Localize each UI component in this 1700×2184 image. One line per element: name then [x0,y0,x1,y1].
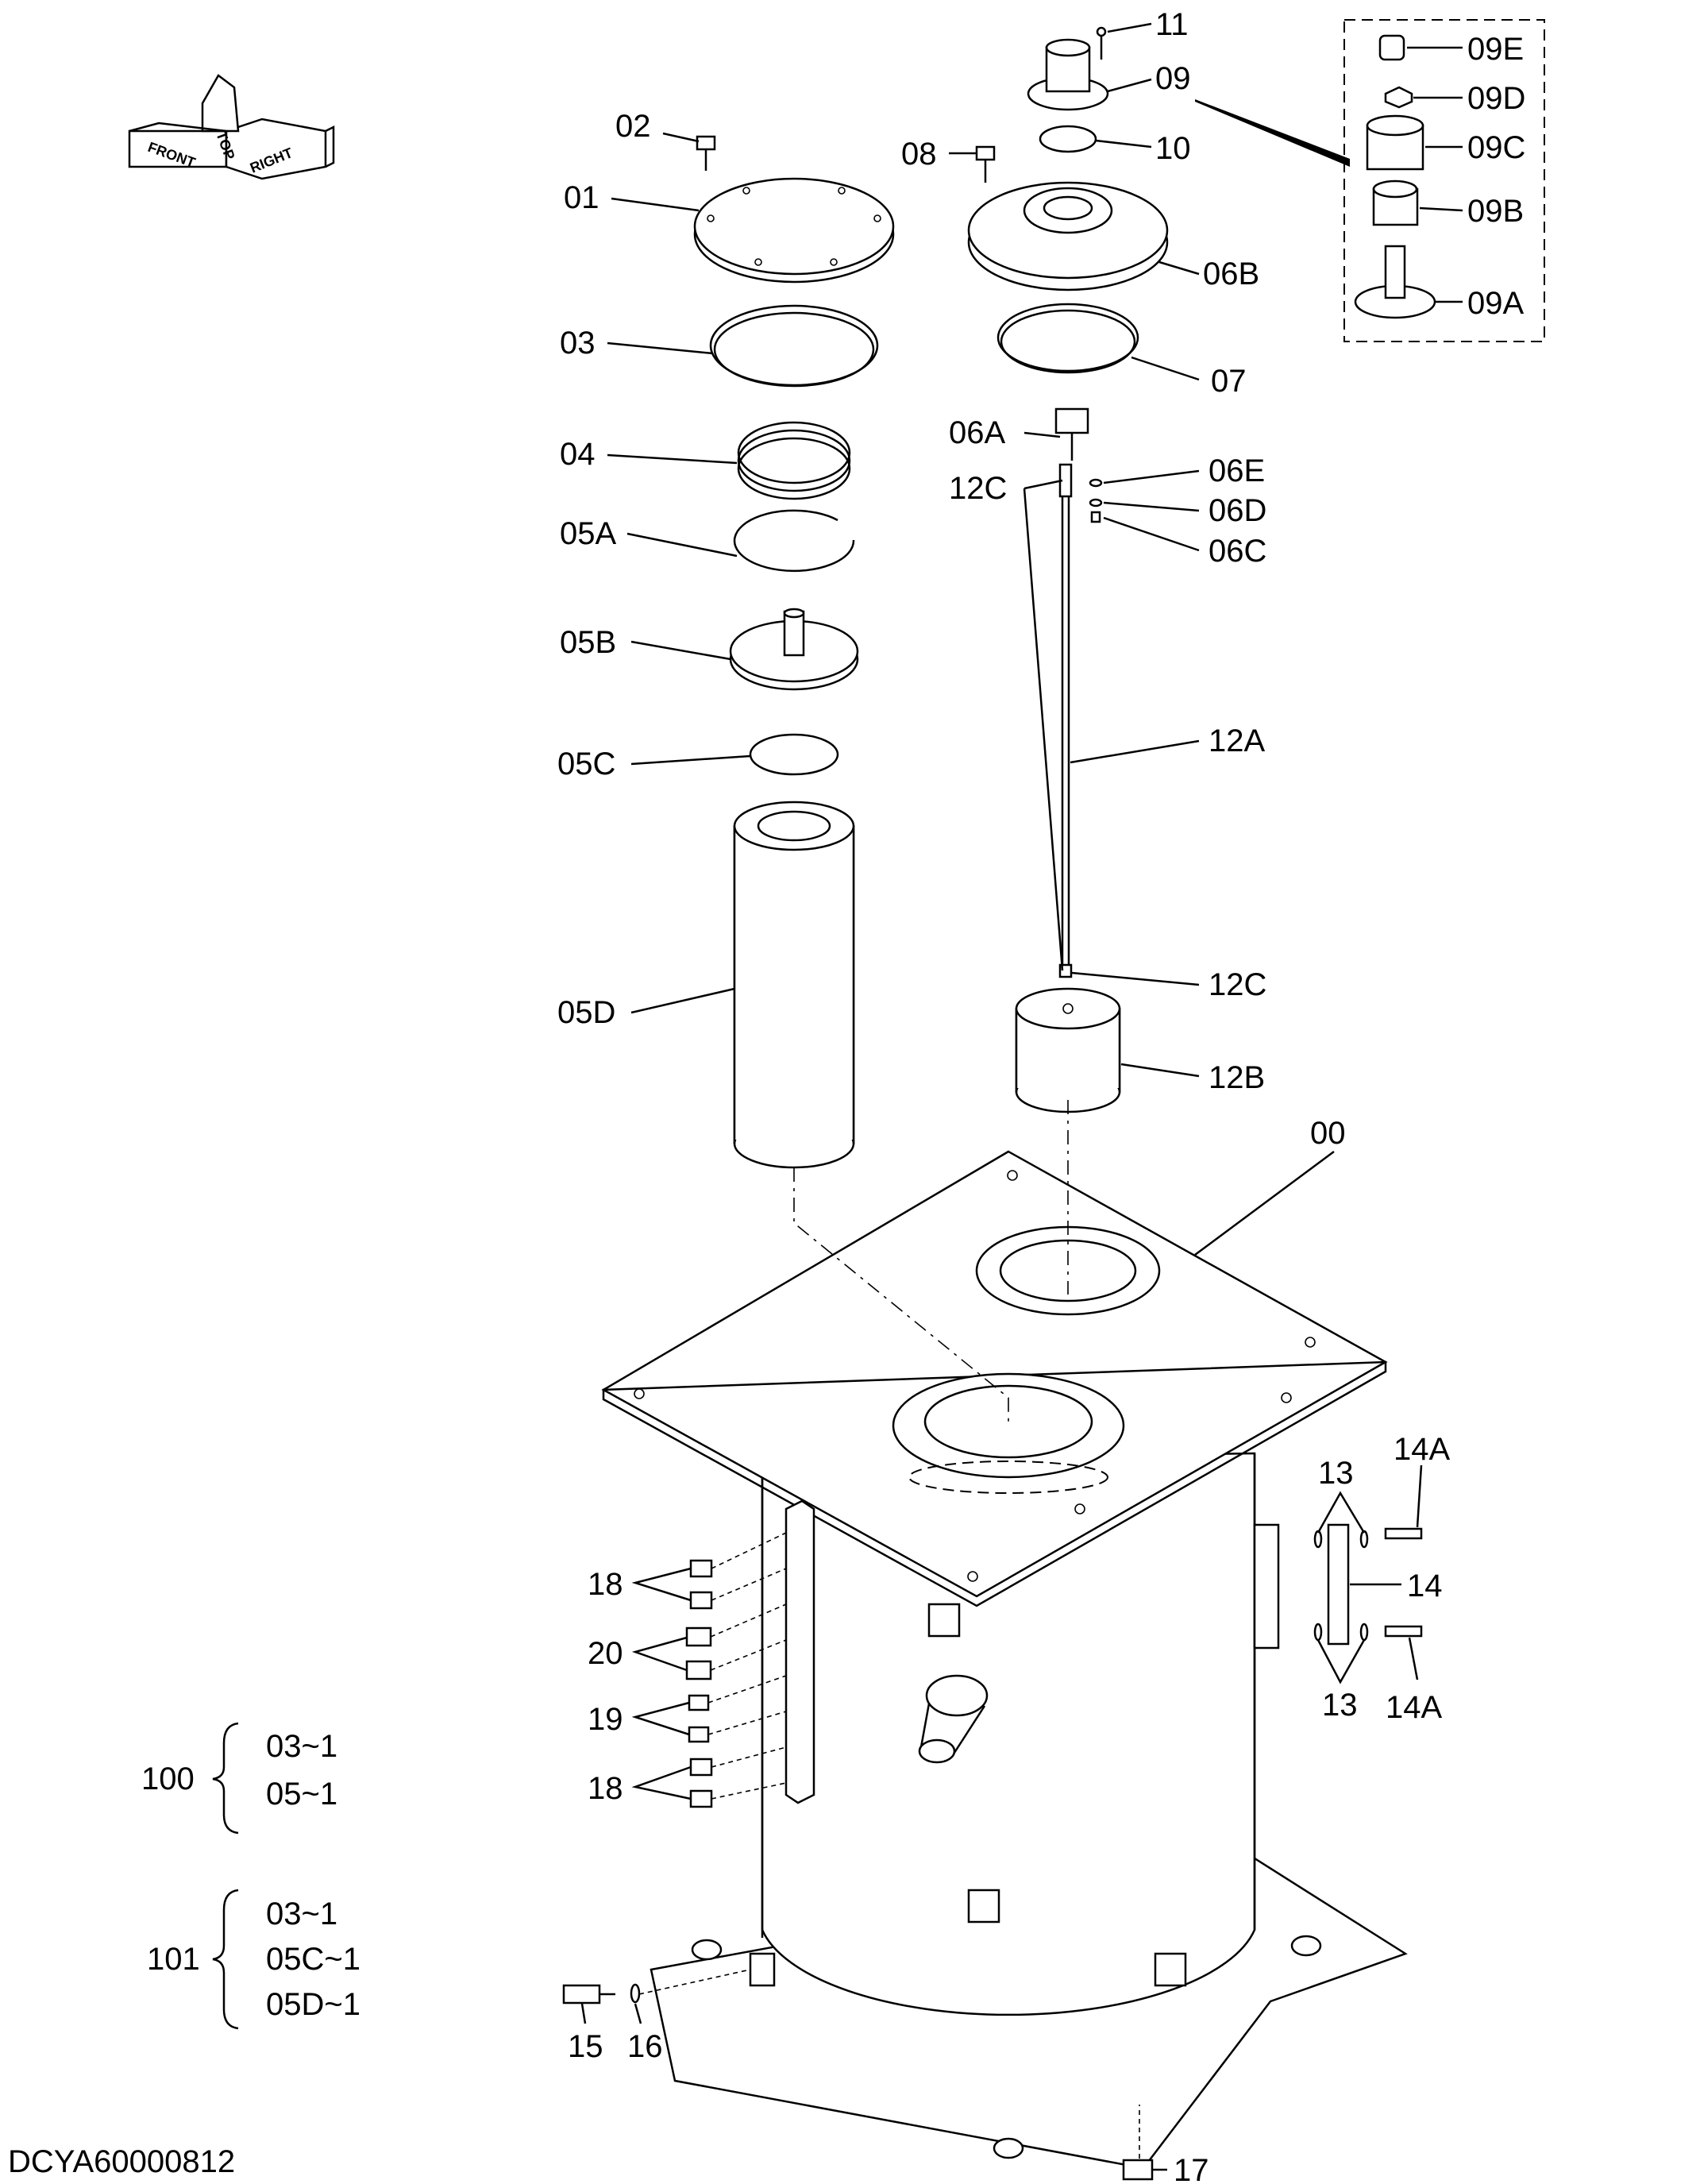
part-12A-float-rod [1058,463,1073,978]
label-12B: 12B [1209,1060,1265,1095]
part-19-fittings [688,1694,710,1743]
label-09E: 09E [1467,32,1524,67]
part-05D-filter-element [733,801,855,1169]
kit-101: 101 03~1 05C~1 05D~1 [147,1889,360,2030]
label-13-top: 13 [1318,1456,1354,1491]
label-20: 20 [588,1636,623,1671]
label-12C-bottom: 12C [1209,967,1266,1002]
orientation-indicator: TOP FRONT RIGHT [128,74,335,180]
kit-101-item-3: 05D~1 [266,1987,360,2022]
label-14A-bottom: 14A [1386,1690,1442,1725]
label-10: 10 [1155,131,1191,166]
part-17-plug [1122,2159,1154,2181]
part-06C-screw [1090,511,1101,523]
label-16: 16 [627,2029,663,2064]
label-13-bottom: 13 [1322,1688,1358,1723]
label-18-top: 18 [588,1567,623,1602]
manifold-dash-lines [707,1532,787,1800]
label-04: 04 [560,437,596,472]
label-09A: 09A [1467,286,1524,321]
part-20-fittings [685,1626,712,1680]
label-05C: 05C [557,747,615,781]
part-10-o-ring [1039,125,1097,153]
part-09-breather [1027,38,1109,111]
part-12B-float [1015,987,1121,1113]
label-06D: 06D [1209,493,1266,528]
label-14: 14 [1407,1569,1443,1603]
part-labels: 02 01 03 04 05A 05B 05C 05D 11 09 10 08 … [557,7,1525,2184]
label-06E: 06E [1209,453,1265,488]
kit-100: 100 03~1 05~1 [141,1722,337,1835]
part-00-tank [601,1150,1408,2170]
part-06E-washer [1089,478,1103,488]
label-09B: 09B [1467,194,1524,229]
part-18-plugs [689,1559,713,1808]
part-01-cover [693,177,895,284]
label-09: 09 [1155,61,1191,96]
part-09E-cap [1378,34,1405,61]
label-11: 11 [1155,7,1189,42]
part-14-plate [1327,1523,1350,1646]
part-05A-retainer [733,509,855,573]
label-17: 17 [1174,2153,1209,2184]
part-06D-washer [1089,498,1103,507]
kit-101-item-1: 03~1 [266,1897,337,1931]
kit-101-id: 101 [147,1942,200,1977]
part-09A-base [1354,245,1436,319]
part-14A-bolts [1384,1527,1423,1638]
label-07: 07 [1211,364,1247,399]
label-05B: 05B [560,625,616,660]
label-08: 08 [901,137,937,172]
drawing-id: DCYA60000812 [8,2144,235,2179]
part-09D-nut [1384,86,1413,109]
label-06C: 06C [1209,534,1266,569]
leader-lines [580,22,1463,2171]
part-08-bolt [975,145,996,183]
label-06B: 06B [1203,257,1259,291]
label-00: 00 [1310,1116,1346,1151]
label-12A: 12A [1209,723,1265,758]
label-05D: 05D [557,995,615,1030]
part-06B-head [967,181,1169,291]
label-09C: 09C [1467,130,1525,165]
part-05C-o-ring [749,733,839,776]
label-14A-top: 14A [1394,1432,1450,1467]
label-01: 01 [564,180,599,215]
kit-100-id: 100 [141,1761,195,1796]
part-07-gasket [996,303,1139,374]
kit-101-item-2: 05C~1 [266,1942,360,1977]
part-04-spring [737,421,851,500]
label-18-bottom: 18 [588,1771,623,1806]
part-16-gasket [630,1983,641,2004]
part-05B-valve [729,608,859,691]
breather-detail-box [1195,19,1545,342]
part-09B-filter [1372,179,1419,226]
part-15-drain-valve [562,1984,615,2005]
label-02: 02 [615,109,651,144]
part-06A-bracket [1054,407,1089,461]
part-02-bolt [696,135,716,171]
label-12C-top: 12C [949,471,1007,506]
label-19: 19 [588,1702,623,1737]
label-03: 03 [560,326,596,361]
part-11-screw [1096,26,1107,60]
kit-100-item-2: 05~1 [266,1777,337,1812]
label-15: 15 [568,2029,603,2064]
part-03-gasket [709,304,879,388]
label-05A: 05A [560,516,616,551]
label-06A: 06A [949,415,1005,450]
kit-100-item-1: 03~1 [266,1729,337,1764]
part-09C-cover [1366,114,1424,171]
assembly-axis-lines [638,1100,1140,2159]
label-09D: 09D [1467,81,1525,116]
